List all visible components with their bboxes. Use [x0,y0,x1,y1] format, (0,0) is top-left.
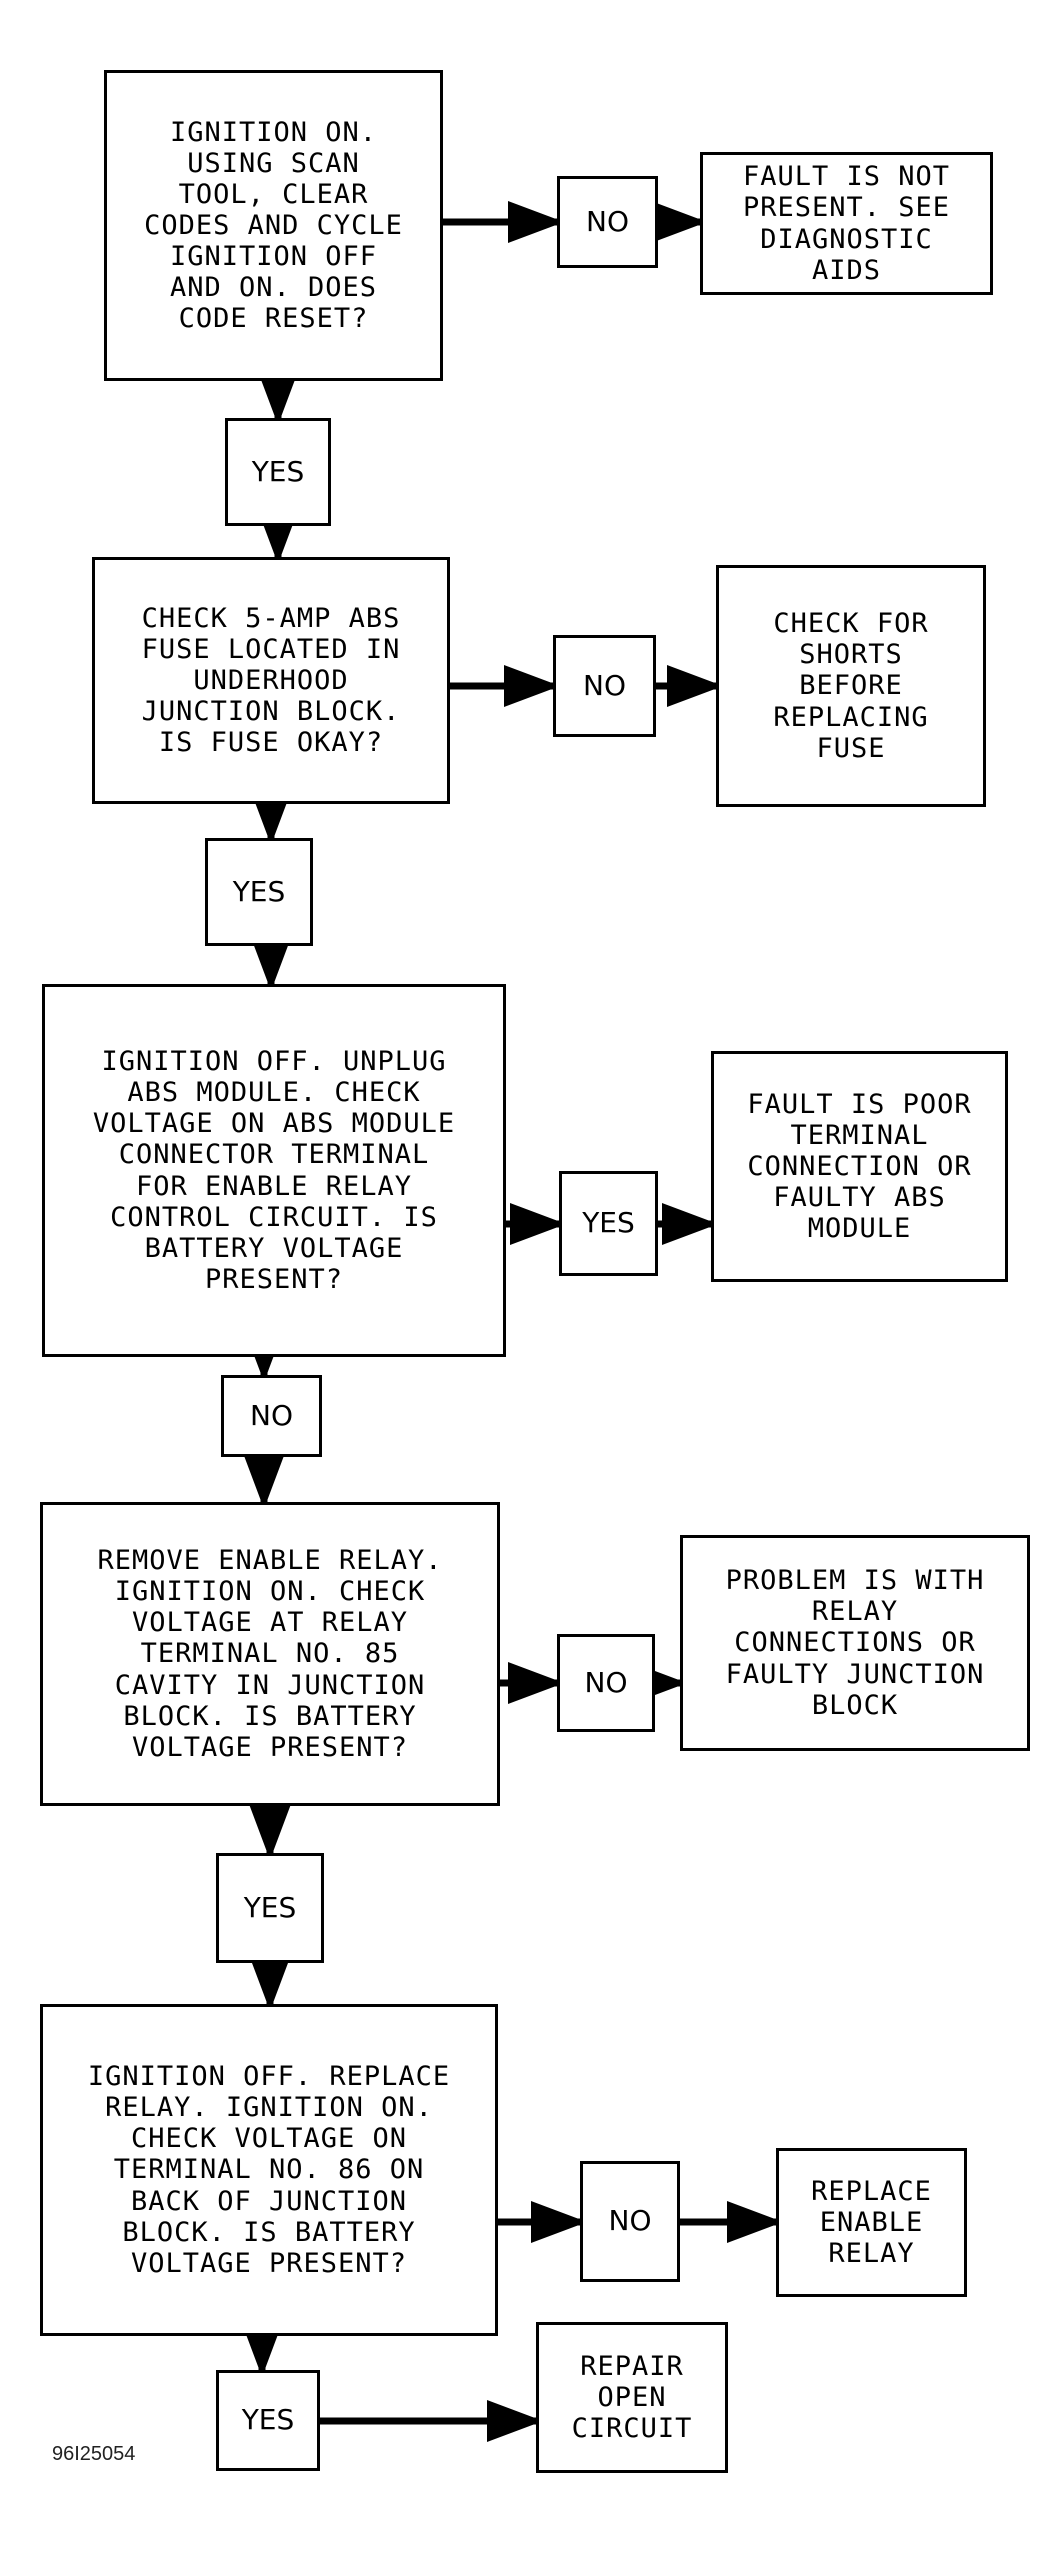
final-result: REPAIR OPEN CIRCUIT [536,2322,728,2473]
step-5-question: IGNITION OFF. REPLACE RELAY. IGNITION ON… [40,2004,498,2336]
step-3-yes-result: FAULT IS POOR TERMINAL CONNECTION OR FAU… [711,1051,1008,1282]
step-3-question: IGNITION OFF. UNPLUG ABS MODULE. CHECK V… [42,984,506,1357]
step-1-no-result: FAULT IS NOT PRESENT. SEE DIAGNOSTIC AID… [700,152,993,295]
step-4-question: REMOVE ENABLE RELAY. IGNITION ON. CHECK … [40,1502,500,1806]
step-5-no-result: REPLACE ENABLE RELAY [776,2148,967,2297]
step-3-yes-label: YES [559,1171,658,1276]
step-3-no-label: NO [221,1375,322,1457]
step-4-no-label: NO [557,1634,655,1732]
step-1-no-label: NO [557,176,658,268]
step-2-no-label: NO [553,635,656,737]
step-5-no-label: NO [580,2161,680,2282]
step-2-no-result: CHECK FOR SHORTS BEFORE REPLACING FUSE [716,565,986,807]
step-2-yes-label: YES [205,838,313,946]
figure-id: 96I25054 [52,2443,136,2465]
step-4-yes-label: YES [216,1853,324,1963]
step-4-no-result: PROBLEM IS WITH RELAY CONNECTIONS OR FAU… [680,1535,1030,1751]
step-5-yes-label: YES [216,2370,320,2471]
step-1-yes-label: YES [225,418,331,526]
step-1-question: IGNITION ON. USING SCAN TOOL, CLEAR CODE… [104,70,443,381]
step-2-question: CHECK 5-AMP ABS FUSE LOCATED IN UNDERHOO… [92,557,450,804]
